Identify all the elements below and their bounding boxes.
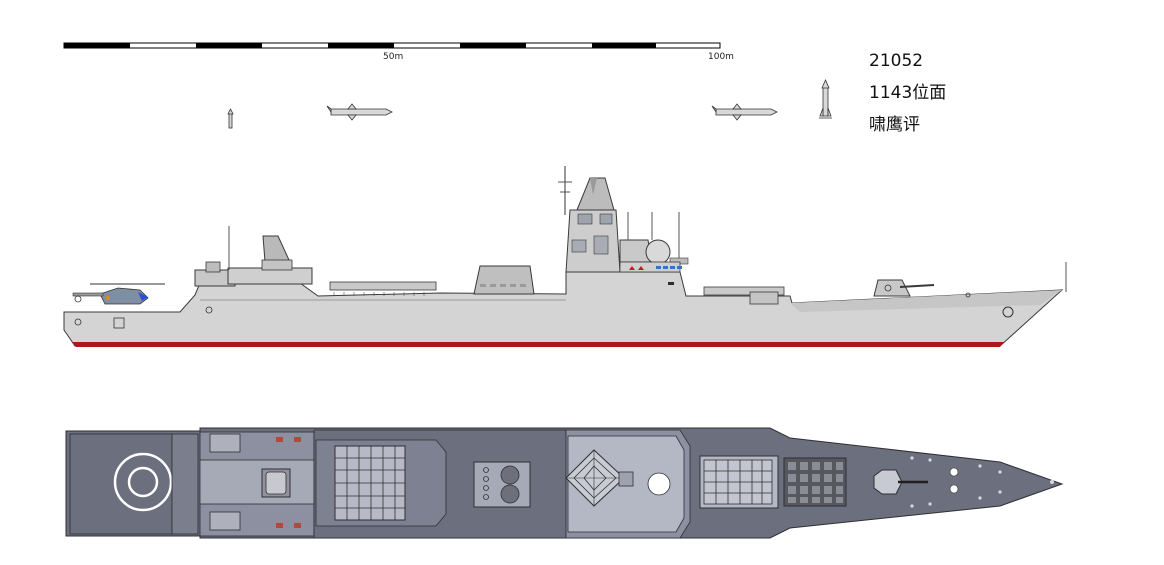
- small-vertical-missile: [227, 108, 234, 129]
- boot-top-stripe: [72, 342, 1004, 347]
- aft-radar-array: [262, 235, 290, 263]
- side-profile: [63, 166, 1067, 347]
- main-gun: [873, 279, 935, 297]
- radome-plan: [647, 472, 671, 496]
- cruise-missile-right: [711, 103, 778, 121]
- caption-universe: 1143位面: [869, 83, 947, 103]
- vls-block-fore-2: [783, 457, 847, 507]
- mast-plan: [565, 449, 671, 507]
- scale-label-50m: 50m: [383, 52, 403, 62]
- weapon-silhouettes: [227, 79, 832, 129]
- caption-author: 啸鹰评: [869, 115, 920, 135]
- funnel-plan: [473, 461, 531, 508]
- anchor-hawse: [1002, 306, 1014, 318]
- main-gun-plan: [873, 469, 928, 495]
- main-mast: [558, 166, 689, 285]
- plan-view: [65, 427, 1064, 539]
- caption-designation: 21052: [869, 51, 924, 71]
- radome: [645, 239, 671, 265]
- vls-block-fore-1: [703, 459, 773, 505]
- funnel-block: [473, 265, 535, 295]
- scale-label-100m: 100m: [708, 52, 734, 62]
- vls-block-aft: [334, 445, 406, 521]
- aft-superstructure: [227, 226, 313, 285]
- helideck: [69, 433, 173, 535]
- helicopter: [72, 283, 165, 305]
- tall-vertical-missile: [819, 79, 832, 119]
- cruise-missile-left: [326, 103, 393, 121]
- mast-pyramid-top: [576, 177, 615, 211]
- scale-bar: 50m 100m: [63, 42, 734, 62]
